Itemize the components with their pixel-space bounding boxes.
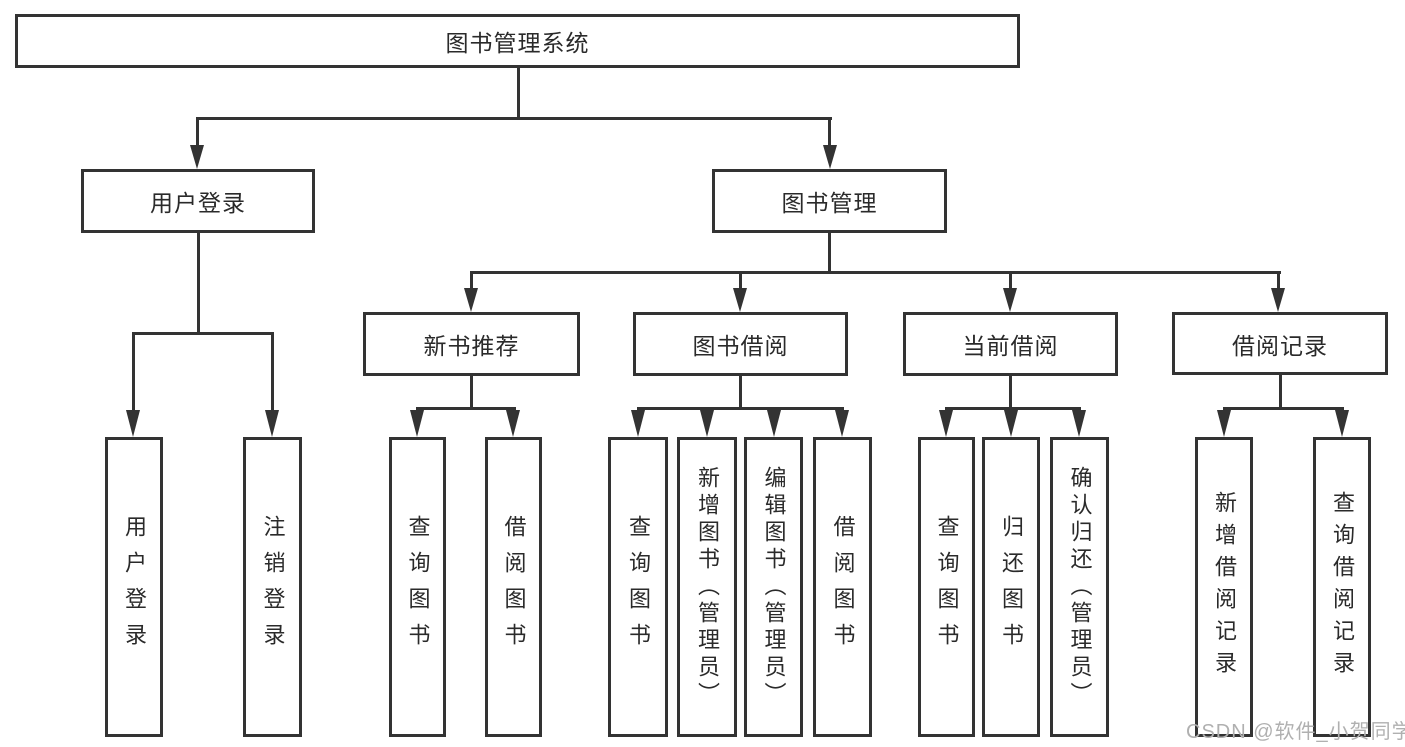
leaf-user-login-label: 用户登录 [122, 515, 147, 659]
leaf-recommend-borrow-books: 借阅图书 [485, 437, 542, 737]
connector-line [132, 334, 135, 414]
connector-line [1279, 375, 1282, 409]
node-book-borrow-label: 图书借阅 [692, 333, 789, 359]
leaf-logout: 注销登录 [243, 437, 302, 737]
leaf-borrow-borrow-books-label: 借阅图书 [830, 515, 856, 659]
node-book-management-label: 图书管理 [781, 190, 878, 216]
connector-line [197, 232, 200, 334]
arrow-down-icon [1003, 288, 1017, 312]
leaf-current-return-books: 归还图书 [982, 437, 1040, 737]
connector-line [196, 117, 832, 120]
connector-line [1277, 273, 1280, 290]
leaf-current-return-books-label: 归还图书 [999, 515, 1024, 659]
leaf-borrow-add-books-admin: 新增图书（管理员） [677, 437, 737, 737]
leaf-recommend-query-books: 查询图书 [389, 437, 446, 737]
leaf-borrow-borrow-books: 借阅图书 [813, 437, 872, 737]
node-borrow-records: 借阅记录 [1172, 312, 1388, 375]
node-current-borrow: 当前借阅 [903, 312, 1118, 376]
arrow-down-icon [506, 410, 520, 437]
arrow-down-icon [835, 410, 849, 437]
arrow-down-icon [190, 145, 204, 169]
arrow-down-icon [631, 410, 645, 437]
connector-line [196, 120, 199, 147]
leaf-records-add-record: 新增借阅记录 [1195, 437, 1253, 737]
node-book-borrow: 图书借阅 [633, 312, 848, 376]
leaf-borrow-query-books-label: 查询图书 [626, 515, 651, 659]
node-root-label: 图书管理系统 [445, 30, 590, 56]
connector-line [739, 376, 742, 409]
connector-line [1009, 376, 1012, 409]
arrow-down-icon [1335, 410, 1349, 437]
leaf-recommend-borrow-books-label: 借阅图书 [501, 515, 527, 659]
arrow-down-icon [733, 288, 747, 312]
arrow-down-icon [767, 410, 781, 437]
arrow-down-icon [1271, 288, 1285, 312]
connector-line [739, 273, 742, 290]
leaf-recommend-query-books-label: 查询图书 [405, 515, 431, 659]
leaf-logout-label: 注销登录 [260, 515, 286, 659]
csdn-watermark: CSDN @软件_小贺同学 [1186, 721, 1405, 743]
connector-line [828, 120, 831, 147]
leaf-records-query-record-label: 查询借阅记录 [1330, 491, 1355, 683]
leaf-borrow-edit-books-admin: 编辑图书（管理员） [744, 437, 803, 737]
connector-line [470, 376, 473, 409]
arrow-down-icon [126, 410, 140, 437]
connector-line [416, 407, 516, 410]
connector-line [271, 334, 274, 414]
connector-line [1223, 407, 1344, 410]
leaf-borrow-add-books-admin-label: 新增图书（管理员） [695, 465, 720, 709]
connector-line [1009, 273, 1012, 290]
connector-line [637, 407, 844, 410]
connector-line [828, 232, 831, 274]
node-book-management: 图书管理 [712, 169, 947, 233]
arrow-down-icon [939, 410, 953, 437]
leaf-borrow-edit-books-admin-label: 编辑图书（管理员） [761, 465, 787, 709]
connector-line [945, 407, 1081, 410]
leaf-records-query-record: 查询借阅记录 [1313, 437, 1371, 737]
node-borrow-records-label: 借阅记录 [1232, 332, 1328, 359]
leaf-user-login: 用户登录 [105, 437, 163, 737]
arrow-down-icon [700, 410, 714, 437]
arrow-down-icon [1217, 410, 1231, 437]
leaf-current-confirm-return-admin: 确认归还（管理员） [1050, 437, 1109, 737]
leaf-current-query-books: 查询图书 [918, 437, 975, 737]
leaf-records-add-record-label: 新增借阅记录 [1212, 491, 1237, 683]
node-root: 图书管理系统 [15, 14, 1020, 68]
arrow-down-icon [410, 410, 424, 437]
leaf-current-query-books-label: 查询图书 [934, 515, 960, 659]
connector-line [470, 273, 473, 290]
arrow-down-icon [464, 288, 478, 312]
arrow-down-icon [265, 410, 279, 437]
arrow-down-icon [823, 145, 837, 169]
leaf-current-confirm-return-admin-label: 确认归还（管理员） [1067, 465, 1093, 709]
connector-line [132, 332, 274, 335]
node-user-login-label: 用户登录 [150, 190, 246, 216]
arrow-down-icon [1072, 410, 1086, 437]
node-new-book-recommend: 新书推荐 [363, 312, 580, 376]
node-user-login: 用户登录 [81, 169, 315, 233]
node-current-borrow-label: 当前借阅 [962, 333, 1059, 359]
arrow-down-icon [1004, 410, 1018, 437]
node-new-book-recommend-label: 新书推荐 [423, 333, 520, 359]
leaf-borrow-query-books: 查询图书 [608, 437, 668, 737]
connector-line [517, 68, 520, 120]
connector-line [470, 271, 1281, 274]
